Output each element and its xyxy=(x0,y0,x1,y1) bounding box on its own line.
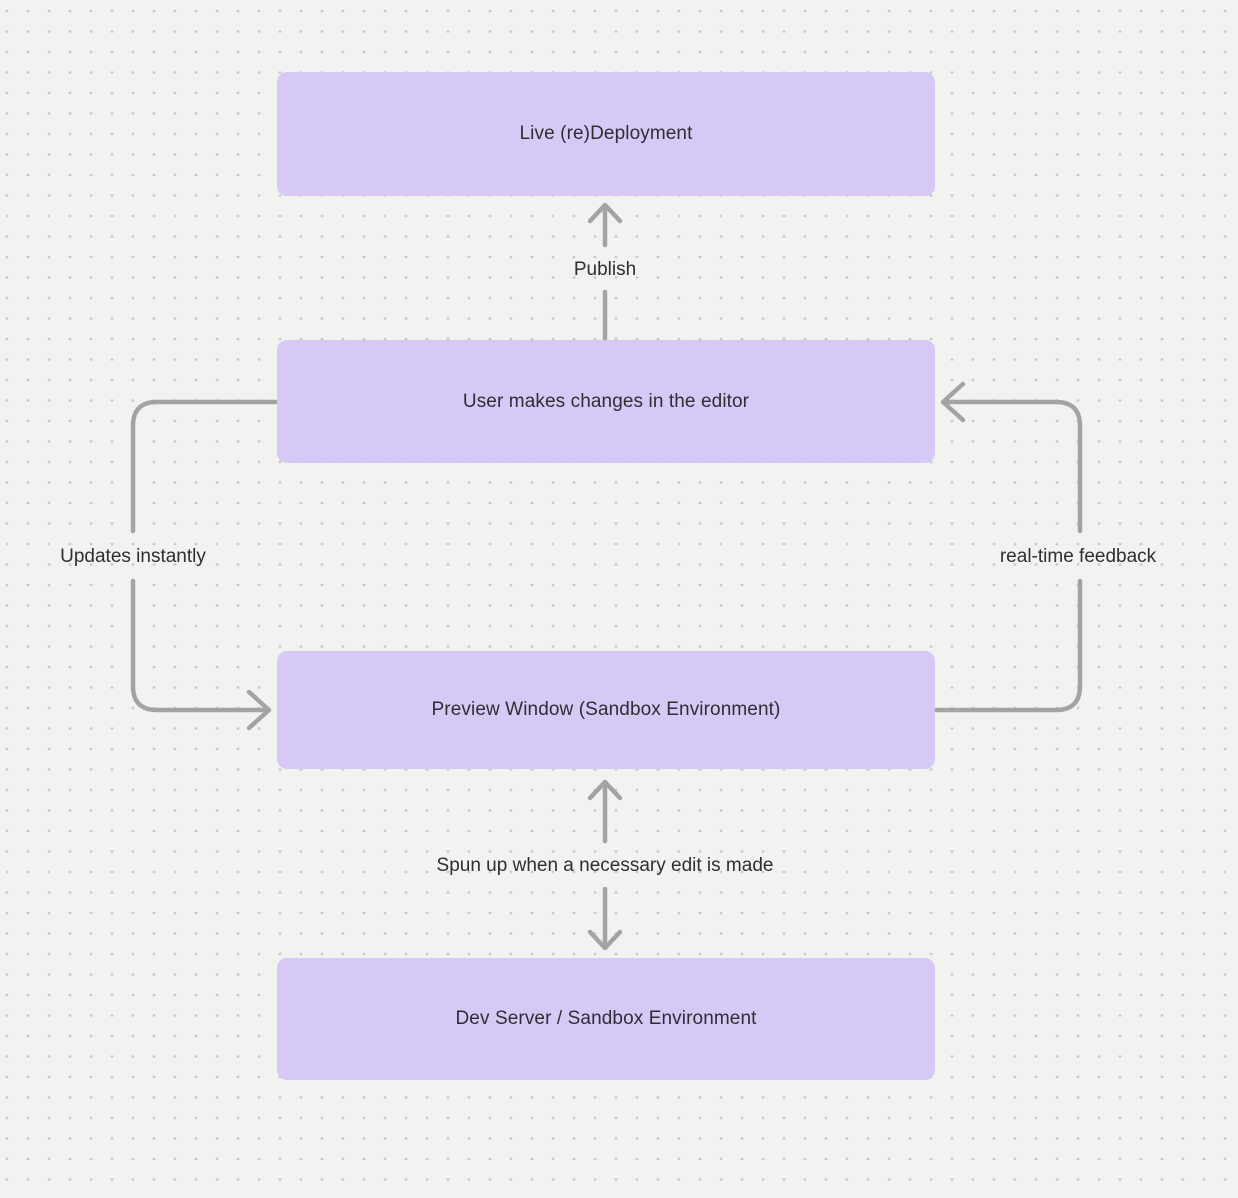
node-dev-server[interactable]: Dev Server / Sandbox Environment xyxy=(277,958,935,1080)
updates-instantly-edge-label: Updates instantly xyxy=(60,546,206,567)
node-user-editor-label: User makes changes in the editor xyxy=(462,390,750,412)
node-live-redeployment-label: Live (re)Deployment xyxy=(519,123,693,144)
spun-up-arrowhead-up-icon xyxy=(587,779,623,801)
real-time-feedback-arrowhead-icon xyxy=(940,381,966,423)
node-dev-server-label: Dev Server / Sandbox Environment xyxy=(455,1008,757,1029)
node-user-editor[interactable]: User makes changes in the editor xyxy=(277,340,935,463)
real-time-feedback-edge-label: real-time feedback xyxy=(999,546,1157,567)
node-preview-window[interactable]: Preview Window (Sandbox Environment) xyxy=(277,651,935,769)
publish-arrowhead-icon xyxy=(587,202,623,224)
spun-up-edge-label: Spun up when a necessary edit is made xyxy=(436,855,774,876)
node-preview-window-label: Preview Window (Sandbox Environment) xyxy=(431,699,781,720)
node-live-redeployment[interactable]: Live (re)Deployment xyxy=(277,72,935,196)
publish-edge-label: Publish xyxy=(573,259,637,280)
spun-up-arrowhead-down-icon xyxy=(587,929,623,951)
updates-instantly-arrowhead-icon xyxy=(246,689,272,731)
